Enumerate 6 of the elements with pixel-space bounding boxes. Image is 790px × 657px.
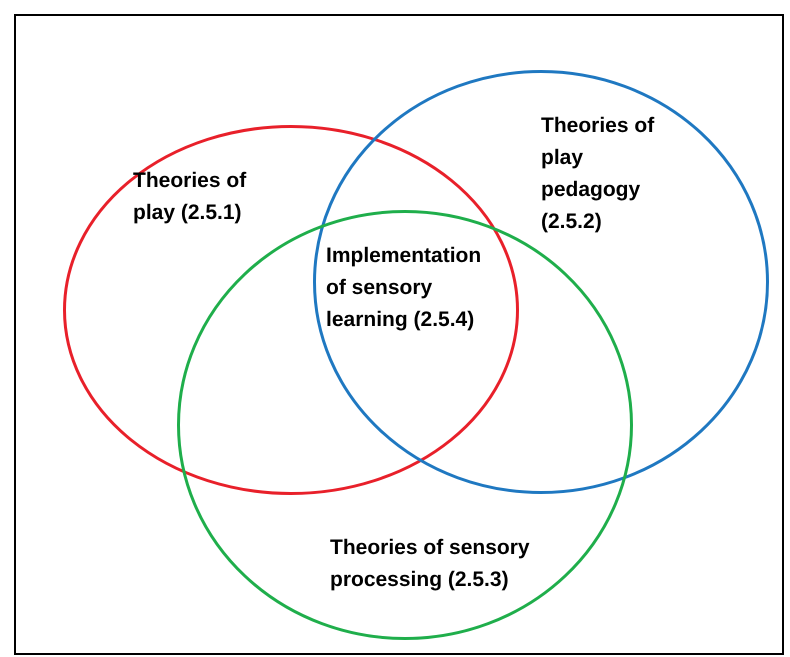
circle-label: Theories of play pedagogy (2.5.2) xyxy=(541,113,656,235)
circle-label: Theories of sensory processing (2.5.3) xyxy=(330,535,531,593)
intersection-label: Implementation of sensory learning (2.5.4) xyxy=(326,243,482,333)
venn-circle xyxy=(63,125,519,495)
circle-label: Theories of play (2.5.1) xyxy=(133,168,248,226)
venn-circle xyxy=(313,70,769,494)
